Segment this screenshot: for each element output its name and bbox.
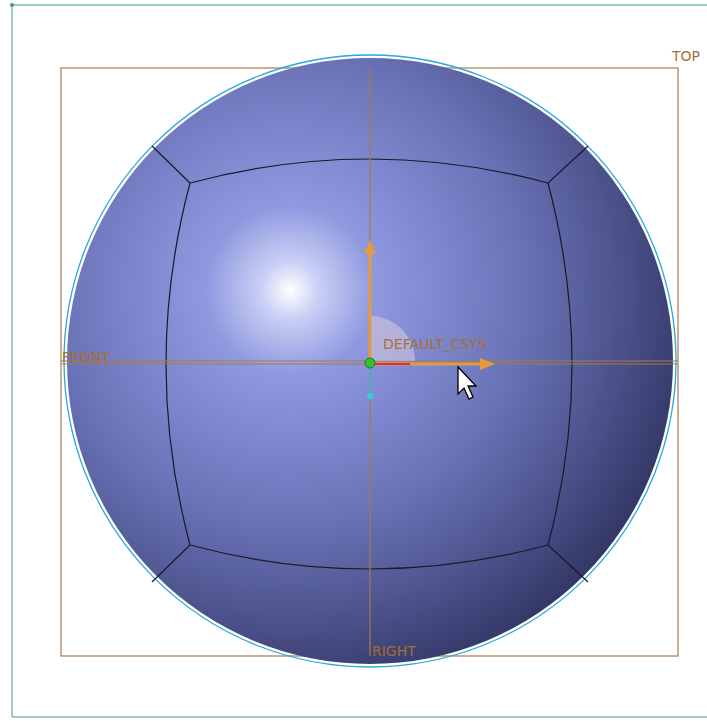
viewport-frame xyxy=(12,5,707,717)
datum-label-box: RIGHT xyxy=(372,641,416,660)
datum-label: DEFAULT_CSYS xyxy=(383,336,487,352)
datum-label: FRONT xyxy=(62,349,110,365)
frame-corner xyxy=(10,3,14,7)
datum-label-box: DEFAULT_CSYS xyxy=(383,334,487,353)
mouse-cursor xyxy=(458,367,476,399)
datum-label: RIGHT xyxy=(372,643,416,659)
datum-label-box: TOP xyxy=(672,46,700,65)
datum-plane-edges xyxy=(61,68,678,656)
datum-label: TOP xyxy=(672,48,700,64)
datum-label-box: FRONT xyxy=(62,347,110,366)
csys-arrows xyxy=(364,240,495,399)
